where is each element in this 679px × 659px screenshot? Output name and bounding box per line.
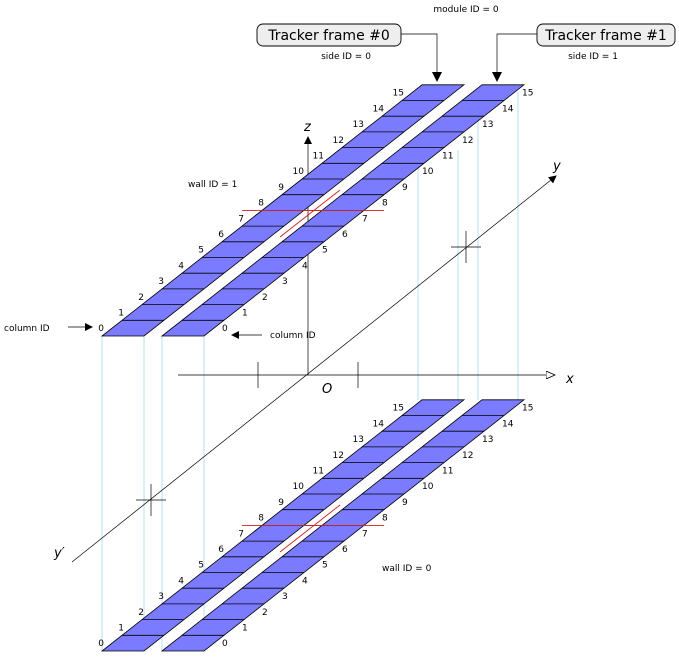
down-arrow-icon [492, 72, 502, 82]
column-id-left-label: column ID [4, 324, 50, 334]
column-number-bottom-frame1: 12 [462, 451, 473, 461]
origin-label: O [322, 382, 332, 397]
column-number-bottom-frame0: 8 [258, 514, 264, 524]
column-number-bottom-frame0: 14 [373, 419, 385, 429]
column-number-top-frame1: 1 [242, 308, 248, 318]
column-number-top-frame0: 8 [258, 199, 264, 209]
center-markers [242, 189, 384, 553]
column-number-top-frame1: 10 [422, 167, 434, 177]
column-number-bottom-frame1: 5 [322, 561, 328, 571]
column-number-top-frame0: 12 [333, 136, 344, 146]
tracker-frame-0-leader [401, 33, 438, 80]
tracker-frame-1-leader [496, 33, 537, 80]
diagonal-marker [279, 504, 341, 553]
side-id-0-label: side ID = 0 [321, 52, 371, 62]
tracker-frame-1-callout: Tracker frame #1 side ID = 1 [492, 23, 676, 82]
column-number-top-frame0: 3 [158, 277, 164, 287]
column-number-bottom-frame0: 1 [118, 623, 124, 633]
column-number-bottom-frame0: 11 [313, 466, 324, 476]
column-number-top-frame0: 13 [353, 120, 364, 130]
column-number-bottom-frame0: 13 [353, 435, 364, 445]
column-number-bottom-frame0: 0 [98, 639, 104, 649]
column-number-top-frame0: 2 [138, 293, 144, 303]
tracker-frame-0-box [256, 23, 402, 47]
column-number-bottom-frame0: 12 [333, 451, 344, 461]
y-prime-axis-label: y′ [53, 546, 65, 561]
column-number-bottom-frame1: 15 [522, 404, 533, 414]
column-number-bottom-frame1: 4 [302, 576, 308, 586]
column-number-bottom-frame0: 6 [218, 545, 224, 555]
column-number-top-frame0: 15 [393, 89, 404, 99]
column-number-top-frame0: 1 [118, 308, 124, 318]
column-number-top-frame0: 0 [98, 324, 104, 334]
column-number-bottom-frame1: 11 [442, 466, 453, 476]
column-number-top-frame1: 15 [522, 89, 533, 99]
column-number-top-frame0: 10 [293, 167, 305, 177]
column-number-bottom-frame0: 7 [238, 529, 244, 539]
y-axis [71, 175, 557, 563]
side-id-1-label: side ID = 1 [568, 52, 618, 62]
column-numbers: 0123456789101112131415012345678910111213… [98, 89, 533, 649]
wall-id-top-label: wall ID = 1 [188, 180, 237, 190]
column-number-bottom-frame1: 6 [342, 545, 348, 555]
column-number-top-frame1: 7 [362, 214, 368, 224]
tracker-frame-0-callout: Tracker frame #0 side ID = 0 [256, 23, 442, 82]
column-number-bottom-frame1: 3 [282, 592, 288, 602]
column-number-top-frame0: 5 [198, 246, 204, 256]
column-number-top-frame1: 9 [402, 183, 408, 193]
column-number-top-frame1: 0 [222, 324, 228, 334]
column-number-bottom-frame1: 7 [362, 529, 368, 539]
column-number-bottom-frame0: 3 [158, 592, 164, 602]
wall-id-bottom-label: wall ID = 0 [382, 564, 432, 574]
column-number-top-frame0: 7 [238, 214, 244, 224]
column-number-bottom-frame1: 0 [222, 639, 228, 649]
column-number-bottom-frame0: 10 [293, 482, 305, 492]
column-number-top-frame1: 5 [322, 246, 328, 256]
column-number-bottom-frame1: 13 [482, 435, 493, 445]
tracker-frame-1-box [536, 23, 676, 47]
column-number-top-frame1: 14 [502, 104, 514, 114]
tracker-frame-0-title: Tracker frame #0 [267, 28, 390, 44]
column-number-bottom-frame0: 5 [198, 561, 204, 571]
tracker-strips [100, 84, 526, 652]
x-axis-label: x [565, 372, 574, 387]
column-number-top-frame1: 6 [342, 230, 348, 240]
column-number-top-frame1: 8 [382, 199, 388, 209]
column-number-top-frame0: 4 [178, 261, 184, 271]
column-number-bottom-frame1: 10 [422, 482, 434, 492]
column-number-top-frame1: 11 [442, 152, 453, 162]
column-number-bottom-frame1: 9 [402, 498, 408, 508]
column-number-top-frame0: 9 [278, 183, 284, 193]
column-number-top-frame1: 3 [282, 277, 288, 287]
column-number-bottom-frame1: 14 [502, 419, 514, 429]
diagonal-marker [279, 189, 341, 238]
z-axis-label: z [303, 120, 312, 135]
column-number-bottom-frame1: 1 [242, 623, 248, 633]
column-number-top-frame1: 2 [262, 293, 268, 303]
y-axis-label: y [552, 159, 561, 174]
column-number-bottom-frame1: 2 [262, 608, 268, 618]
projection-lines [101, 92, 519, 651]
column-number-bottom-frame0: 15 [393, 404, 404, 414]
column-number-top-frame0: 11 [313, 152, 324, 162]
column-number-top-frame1: 12 [462, 136, 473, 146]
module-id-label: module ID = 0 [433, 5, 498, 15]
column-number-bottom-frame0: 4 [178, 576, 184, 586]
axes: x y y′ z O [53, 120, 574, 563]
tracker-frame-1-title: Tracker frame #1 [544, 28, 667, 44]
column-number-top-frame0: 6 [218, 230, 224, 240]
column-number-bottom-frame0: 2 [138, 608, 144, 618]
column-number-top-frame0: 14 [373, 104, 385, 114]
column-number-bottom-frame0: 9 [278, 498, 284, 508]
down-arrow-icon [432, 72, 442, 82]
column-id-right-label: column ID [270, 331, 316, 341]
column-number-top-frame1: 4 [302, 261, 308, 271]
column-number-top-frame1: 13 [482, 120, 493, 130]
column-number-bottom-frame1: 8 [382, 514, 388, 524]
